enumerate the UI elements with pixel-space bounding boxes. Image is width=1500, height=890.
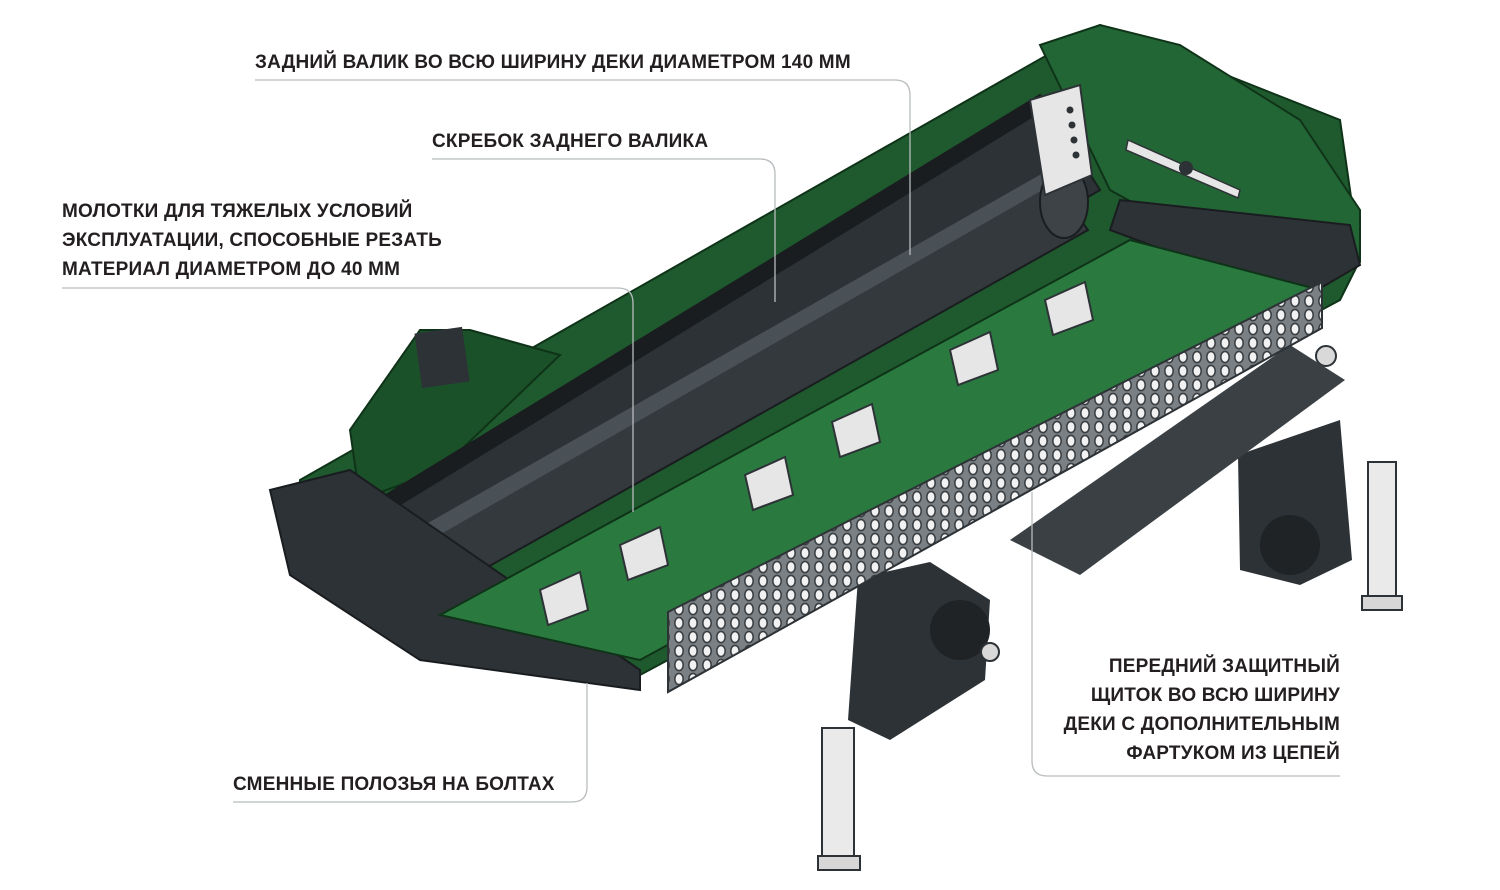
hammer [1043, 280, 1095, 337]
callout-skids: СМЕННЫЕ ПОЛОЗЬЯ НА БОЛТАХ [233, 770, 555, 799]
chain-apron [667, 280, 1323, 694]
leader-line-skids [233, 683, 588, 803]
hitch-frame [1010, 345, 1345, 575]
callout-hammers: МОЛОТКИ ДЛЯ ТЯЖЕЛЫХ УСЛОВИЙ ЭКСПЛУАТАЦИИ… [62, 197, 442, 284]
hammer [618, 525, 670, 582]
hammer [830, 402, 882, 459]
rear-support-stand [1238, 345, 1403, 611]
mounting-plate [1028, 83, 1241, 200]
callout-front-guard: ПЕРЕДНИЙ ЗАЩИТНЫЙ ЩИТОК ВО ВСЮ ШИРИНУ ДЕ… [1064, 652, 1340, 768]
callout-hammers-line: МАТЕРИАЛ ДИАМЕТРОМ ДО 40 ММ [62, 259, 401, 280]
hammer [538, 570, 590, 627]
leader-lines [62, 79, 1340, 803]
callout-roller-scraper-text: СКРЕБОК ЗАДНЕГО ВАЛИКА [432, 131, 709, 152]
leader-line-rear-roller [255, 79, 911, 255]
callout-front-guard-line: ДЕКИ С ДОПОЛНИТЕЛЬНЫМ [1063, 714, 1340, 735]
callout-hammers-line: ЭКСПЛУАТАЦИИ, СПОСОБНЫЕ РЕЗАТЬ [62, 230, 443, 251]
leader-line-front-guard [1031, 492, 1340, 777]
leader-line-scraper [432, 158, 776, 302]
callout-rear-roller: ЗАДНИЙ ВАЛИК ВО ВСЮ ШИРИНУ ДЕКИ ДИАМЕТРО… [255, 48, 851, 77]
hammers [538, 280, 1095, 627]
front-support-stand [817, 562, 1000, 871]
hammer [948, 330, 1000, 387]
callout-rear-roller-text: ЗАДНИЙ ВАЛИК ВО ВСЮ ШИРИНУ ДЕКИ ДИАМЕТРО… [255, 52, 851, 73]
callout-hammers-line: МОЛОТКИ ДЛЯ ТЯЖЕЛЫХ УСЛОВИЙ [62, 201, 413, 222]
callout-front-guard-line: ФАРТУКОМ ИЗ ЦЕПЕЙ [1126, 743, 1340, 764]
replaceable-skid-right [1108, 198, 1362, 302]
callout-front-guard-line: ПЕРЕДНИЙ ЗАЩИТНЫЙ [1108, 656, 1340, 677]
hammer [743, 455, 795, 512]
callout-skids-text: СМЕННЫЕ ПОЛОЗЬЯ НА БОЛТАХ [233, 774, 555, 795]
leader-line-hammers [62, 287, 634, 512]
callout-front-guard-line: ЩИТОК ВО ВСЮ ШИРИНУ [1090, 685, 1340, 706]
callout-roller-scraper: СКРЕБОК ЗАДНЕГО ВАЛИКА [432, 127, 708, 156]
